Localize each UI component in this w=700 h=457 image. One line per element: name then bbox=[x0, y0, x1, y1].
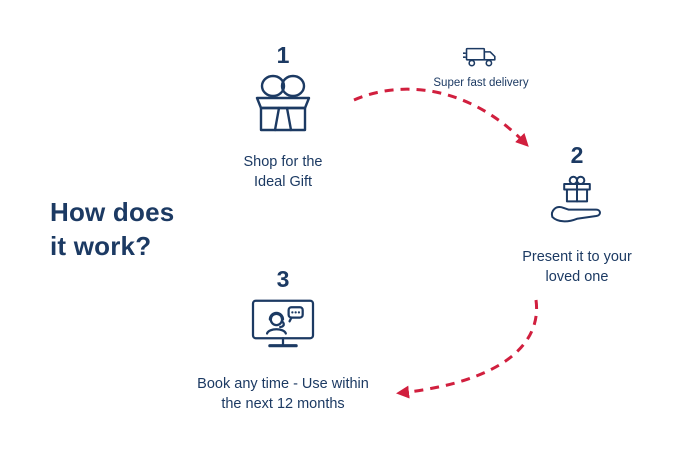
step-3-label: Book any time - Use within the next 12 m… bbox=[197, 376, 369, 413]
hand-holding-gift-icon bbox=[550, 175, 601, 223]
step-1-number: 1 bbox=[276, 42, 290, 68]
gift-box-icon bbox=[255, 74, 311, 132]
delivery-label: Super fast delivery bbox=[433, 77, 529, 89]
step-2: 2 Present it to your loved one bbox=[477, 142, 677, 288]
step-3-number: 3 bbox=[276, 266, 290, 292]
step-2-label: Present it to your loved one bbox=[522, 249, 632, 286]
delivery-truck-icon bbox=[463, 47, 496, 67]
page-title: How does it work? bbox=[50, 197, 175, 261]
step-1: 1 Shop for the Ideal Gift bbox=[183, 42, 383, 193]
step-1-label: Shop for the Ideal Gift bbox=[243, 154, 323, 191]
delivery-callout: Super fast delivery bbox=[416, 44, 546, 89]
support-monitor-icon bbox=[251, 299, 315, 348]
arrow-step2-to-step3 bbox=[396, 299, 539, 399]
step-2-number: 2 bbox=[570, 142, 584, 168]
step-3: 3 Book any time - Use within the next 12… bbox=[158, 266, 408, 415]
